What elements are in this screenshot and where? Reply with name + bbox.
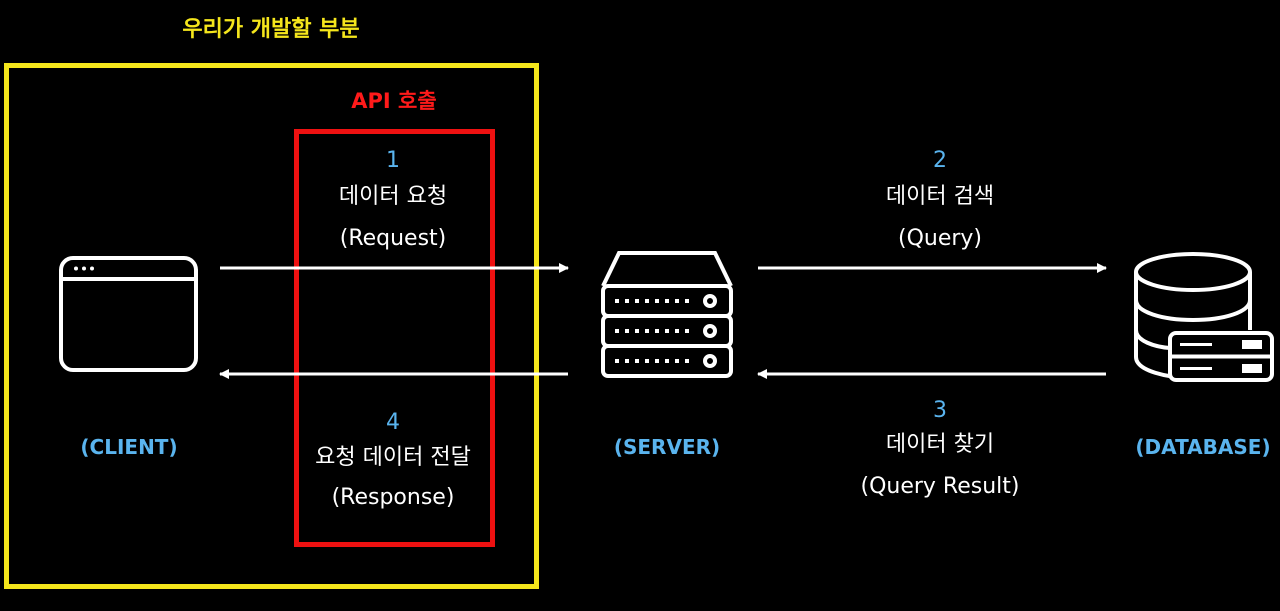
client-label: (CLIENT) [80,435,178,459]
step-3-subtext: (Query Result) [860,474,1020,499]
step-1-number: 1 [386,148,400,173]
step-4-text: 요청 데이터 전달 [315,445,471,470]
step-2-subtext: (Query) [897,226,983,251]
step-1-subtext: (Request) [339,226,447,251]
server-label: (SERVER) [613,435,721,459]
browser-window-icon [59,256,198,372]
dev-scope-label: 우리가 개발할 부분 [182,17,360,42]
database-icon [1134,252,1274,382]
dev-scope-box [4,63,539,589]
server-rack-icon [601,251,733,378]
step-4-subtext: (Response) [331,485,455,510]
step-4-number: 4 [386,410,400,435]
api-call-label: API 호출 [351,89,437,113]
step-1-text: 데이터 요청 [338,184,448,209]
database-label: (DATABASE) [1135,435,1271,459]
api-call-box [294,129,495,547]
step-3-text: 데이터 찾기 [885,432,995,457]
step-2-number: 2 [933,148,947,173]
step-3-number: 3 [933,398,947,423]
step-2-text: 데이터 검색 [885,184,995,209]
